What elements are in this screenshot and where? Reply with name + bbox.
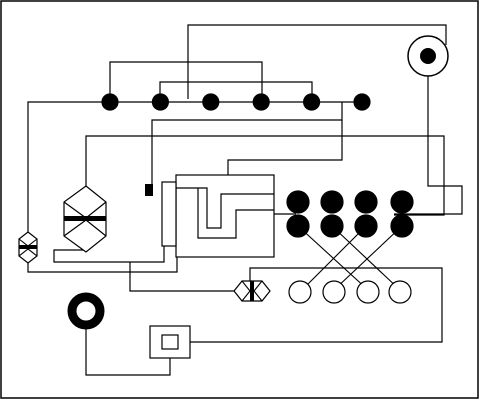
hollow-ring <box>388 280 412 304</box>
filled-dot <box>303 93 321 111</box>
wire-right-loop <box>394 75 463 215</box>
small-hexagon-icon <box>233 280 271 302</box>
process-block <box>175 174 275 258</box>
hollow-ring-row <box>288 280 412 304</box>
wire-hex-to-block <box>53 236 165 263</box>
cross-line <box>301 225 367 291</box>
filled-dot <box>202 93 220 111</box>
cross-line <box>331 225 401 291</box>
cross-line <box>333 225 403 291</box>
filled-dot <box>390 190 414 214</box>
crossing-wires <box>297 225 403 291</box>
large-hexagon-icon <box>63 185 107 253</box>
filled-dot <box>354 214 378 238</box>
tall-bar <box>161 181 177 247</box>
filled-square-marker <box>145 184 153 196</box>
target-circle-icon <box>407 35 449 77</box>
hollow-ring <box>322 280 346 304</box>
filled-dot <box>252 93 270 111</box>
small-hexagon-icon <box>18 231 38 264</box>
thick-ring-icon <box>67 292 105 330</box>
filled-dot-grid <box>286 190 414 238</box>
filled-dot-row <box>101 93 371 111</box>
hollow-ring <box>288 280 312 304</box>
nested-square-icon <box>149 325 191 359</box>
wire-lower-bus <box>129 262 234 292</box>
filled-dot <box>353 93 371 111</box>
wire-block-top <box>227 120 343 175</box>
wire-middle-bus <box>151 102 343 184</box>
wire-bottom-loop <box>85 322 171 376</box>
filled-dot <box>320 190 344 214</box>
filled-dot <box>286 190 310 214</box>
filled-dot <box>354 190 378 214</box>
wire-hex-bus <box>85 135 445 216</box>
filled-dot <box>101 93 119 111</box>
wire-left-bus <box>27 101 110 232</box>
hollow-ring <box>356 280 380 304</box>
filled-dot <box>390 214 414 238</box>
cross-line <box>297 225 369 291</box>
wire-upper-drops <box>159 81 313 102</box>
filled-dot <box>151 93 169 111</box>
filled-dot <box>286 214 310 238</box>
filled-dot <box>320 214 344 238</box>
